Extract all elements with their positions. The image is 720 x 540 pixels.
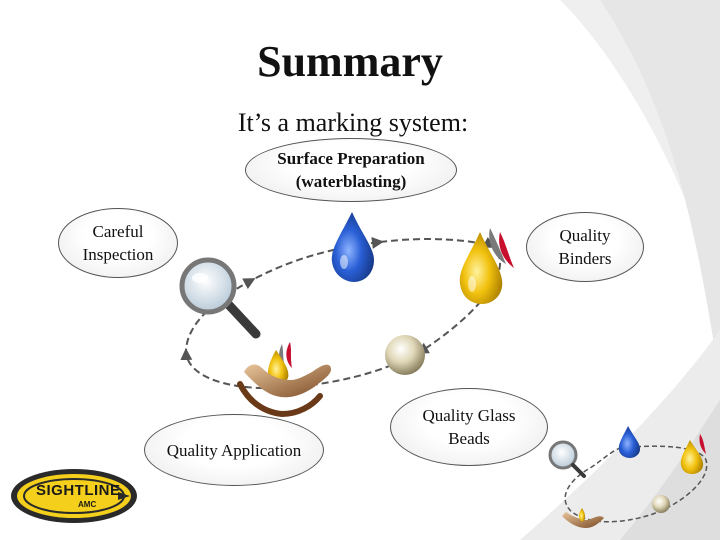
step-binders-line1: Quality	[559, 226, 611, 245]
binder-drop-icon	[459, 228, 514, 304]
slide-title: Summary	[257, 37, 443, 86]
water-drop-icon	[331, 212, 374, 282]
step-quality-binders: Quality Binders	[526, 212, 644, 282]
step-prep-line1: Surface Preparation	[277, 149, 425, 168]
hand-icon	[237, 342, 332, 418]
step-application-label: Quality Application	[166, 440, 302, 460]
step-inspection-line2: Inspection	[82, 245, 154, 264]
step-inspection-line1: Careful	[92, 222, 144, 241]
cycle-thumbnail	[548, 426, 708, 528]
step-quality-application: Quality Application	[144, 414, 324, 486]
logo-sub: AMC	[78, 500, 97, 509]
step-beads-line1: Quality Glass	[422, 406, 516, 425]
sightline-logo	[11, 469, 137, 523]
step-surface-preparation: Surface Preparation (waterblasting)	[245, 138, 457, 202]
glass-bead-icon	[385, 335, 425, 375]
magnifier-icon	[179, 257, 261, 339]
step-binders-line2: Binders	[558, 249, 612, 268]
step-prep-line2: (waterblasting)	[295, 172, 407, 191]
logo-name: SIGHTLINE	[36, 482, 121, 499]
step-careful-inspection: Careful Inspection	[58, 208, 178, 278]
step-quality-glass-beads: Quality Glass Beads	[390, 388, 548, 466]
slide-subtitle: It’s a marking system:	[237, 108, 469, 137]
step-beads-line2: Beads	[448, 429, 490, 448]
